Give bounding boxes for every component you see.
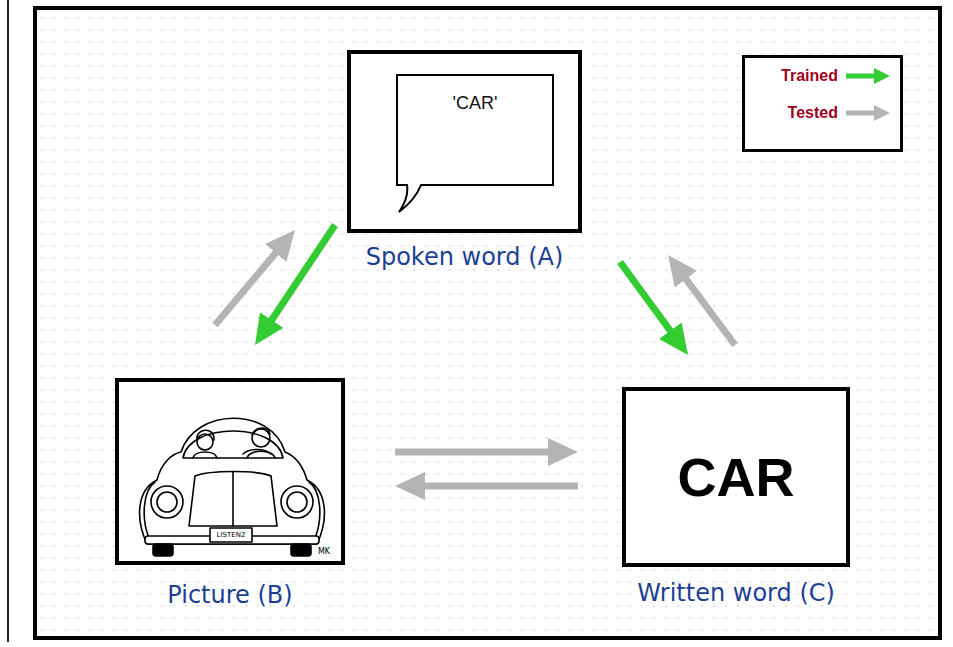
tested-arrow: [395, 449, 556, 456]
box-frame: 'CAR': [347, 50, 582, 233]
node-caption: Spoken word (A): [347, 243, 582, 271]
tested-arrow: [681, 273, 735, 345]
side-rule: [7, 0, 9, 642]
spoken-word-box: 'CAR' Spoken word (A): [347, 50, 582, 271]
picture-box: LISTEN2MK Picture (B): [115, 378, 345, 609]
speech-bubble: [347, 50, 582, 233]
legend-arrow: [844, 66, 892, 86]
legend-arrow: [844, 103, 892, 123]
tested-arrow: [417, 483, 578, 490]
trained-arrow: [267, 225, 335, 327]
legend-text: Tested: [788, 104, 838, 122]
legend-row: Tested: [788, 103, 892, 123]
trained-arrow: [620, 262, 675, 337]
legend-text: Trained: [781, 67, 838, 85]
box-frame: CAR: [622, 387, 850, 567]
spoken-word: 'CAR': [397, 92, 553, 114]
artist-signature: MK: [311, 546, 337, 558]
legend-row: Trained: [781, 66, 892, 86]
bubble-outline: [397, 75, 553, 212]
written-word-box: CAR Written word (C): [622, 387, 850, 607]
written-word: CAR: [626, 391, 846, 563]
tested-arrow: [215, 247, 281, 325]
license-plate-text: LISTEN2: [210, 528, 252, 542]
node-caption: Written word (C): [622, 579, 850, 607]
box-frame: LISTEN2MK: [115, 378, 345, 565]
legend-box: TrainedTested: [742, 55, 903, 152]
outer-frame: [35, 8, 940, 638]
node-caption: Picture (B): [115, 581, 345, 609]
